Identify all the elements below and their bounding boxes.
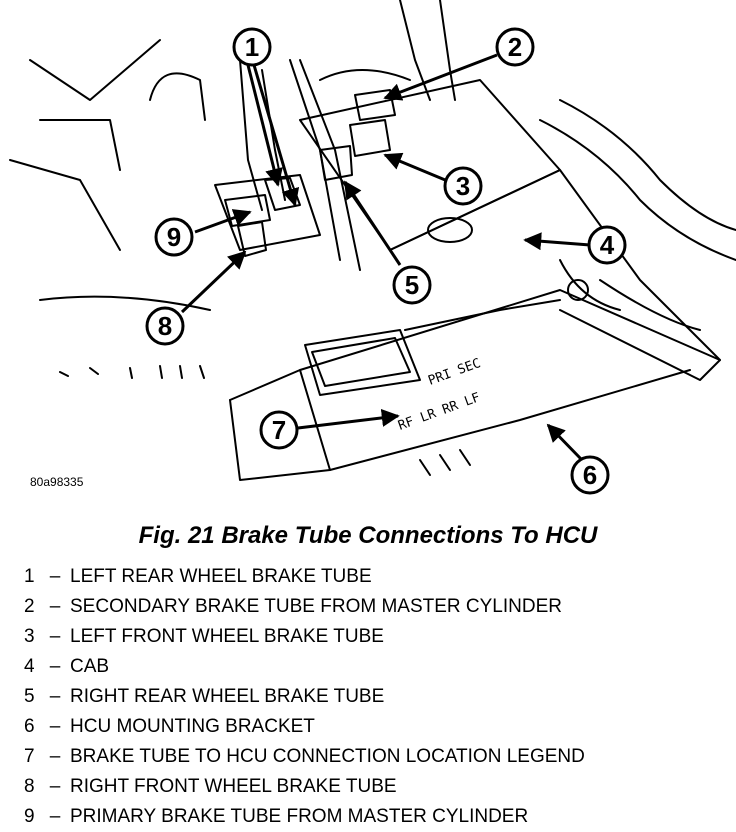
legend-text: RIGHT FRONT WHEEL BRAKE TUBE: [70, 776, 397, 797]
legend-item: 5–RIGHT REAR WHEEL BRAKE TUBE: [24, 682, 585, 712]
embossed-legend-top: PRI SEC: [426, 356, 483, 389]
callout-7-label: 7: [272, 415, 286, 445]
embossed-legend-bottom: RF LR RR LF: [396, 390, 482, 434]
legend-number: 2: [24, 596, 35, 617]
arrow-3: [383, 152, 451, 184]
callout-6-circle: [570, 455, 610, 495]
legend-item: 1–LEFT REAR WHEEL BRAKE TUBE: [24, 562, 585, 592]
legend-item: 7–BRAKE TUBE TO HCU CONNECTION LOCATION …: [24, 742, 585, 772]
arrow-7: [297, 408, 400, 430]
figure-caption: Fig. 21 Brake Tube Connections To HCU: [138, 522, 598, 549]
callout-2-circle: [495, 27, 535, 67]
legend-number: 9: [24, 806, 35, 827]
callout-1-circle: [232, 27, 272, 67]
callout-8-circle: [145, 306, 185, 346]
legend-number: 3: [24, 626, 35, 647]
legend-text: RIGHT REAR WHEEL BRAKE TUBE: [70, 686, 385, 707]
legend-text: PRIMARY BRAKE TUBE FROM MASTER CYLINDER: [70, 806, 529, 827]
legend-number: 6: [24, 716, 35, 737]
legend-text: CAB: [70, 656, 110, 677]
callout-7-circle: [259, 410, 299, 450]
arrow-2: [383, 53, 498, 101]
legend-item: 9–PRIMARY BRAKE TUBE FROM MASTER CYLINDE…: [24, 802, 585, 832]
callout-6-label: 6: [583, 460, 597, 490]
line-art: [9, 0, 736, 481]
arrow-1b: [252, 64, 300, 207]
legend-number: 8: [24, 776, 35, 797]
legend-dash: –: [49, 656, 61, 677]
legend-dash: –: [49, 686, 61, 707]
arrow-1a: [246, 64, 283, 187]
callout-2-label: 2: [508, 32, 522, 62]
callout-4-circle: [587, 225, 627, 265]
legend-dash: –: [49, 776, 61, 797]
legend-dash: –: [49, 806, 61, 827]
leader-arrows: [180, 53, 591, 462]
arrow-9: [194, 209, 252, 234]
callout-1-label: 1: [245, 32, 259, 62]
callout-5-label: 5: [405, 270, 419, 300]
legend-dash: –: [49, 566, 61, 587]
callout-9-label: 9: [167, 222, 181, 252]
callout-8-label: 8: [158, 311, 172, 341]
legend-number: 7: [24, 746, 35, 767]
parts-legend: 1–LEFT REAR WHEEL BRAKE TUBE 2–SECONDARY…: [24, 562, 585, 832]
legend-item: 8–RIGHT FRONT WHEEL BRAKE TUBE: [24, 772, 585, 802]
figure-code: 80a98335: [30, 475, 84, 489]
legend-number: 4: [24, 656, 35, 677]
callout-5-circle: [392, 265, 432, 305]
legend-dash: –: [49, 716, 61, 737]
legend-text: BRAKE TUBE TO HCU CONNECTION LOCATION LE…: [70, 746, 585, 767]
callout-9-circle: [154, 217, 194, 257]
callout-3-label: 3: [456, 171, 470, 201]
hcu-illustration: PRI SEC RF LR RR LF 1 2 3 4 5 6 7 8 9: [9, 0, 736, 495]
legend-item: 4–CAB: [24, 652, 585, 682]
callout-3-circle: [443, 166, 483, 206]
legend-text: LEFT FRONT WHEEL BRAKE TUBE: [70, 626, 384, 647]
legend-dash: –: [49, 596, 61, 617]
legend-dash: –: [49, 626, 61, 647]
arrow-4: [523, 232, 591, 251]
legend-dash: –: [49, 746, 61, 767]
legend-text: SECONDARY BRAKE TUBE FROM MASTER CYLINDE…: [70, 596, 562, 617]
legend-number: 1: [24, 566, 35, 587]
arrow-8: [180, 250, 247, 314]
legend-text: HCU MOUNTING BRACKET: [70, 716, 315, 737]
arrow-6: [546, 423, 584, 462]
legend-text: LEFT REAR WHEEL BRAKE TUBE: [70, 566, 372, 587]
legend-item: 2–SECONDARY BRAKE TUBE FROM MASTER CYLIN…: [24, 592, 585, 622]
legend-item: 6–HCU MOUNTING BRACKET: [24, 712, 585, 742]
legend-item: 3–LEFT FRONT WHEEL BRAKE TUBE: [24, 622, 585, 652]
arrow-5: [343, 180, 402, 266]
legend-number: 5: [24, 686, 35, 707]
callout-4-label: 4: [600, 230, 615, 260]
